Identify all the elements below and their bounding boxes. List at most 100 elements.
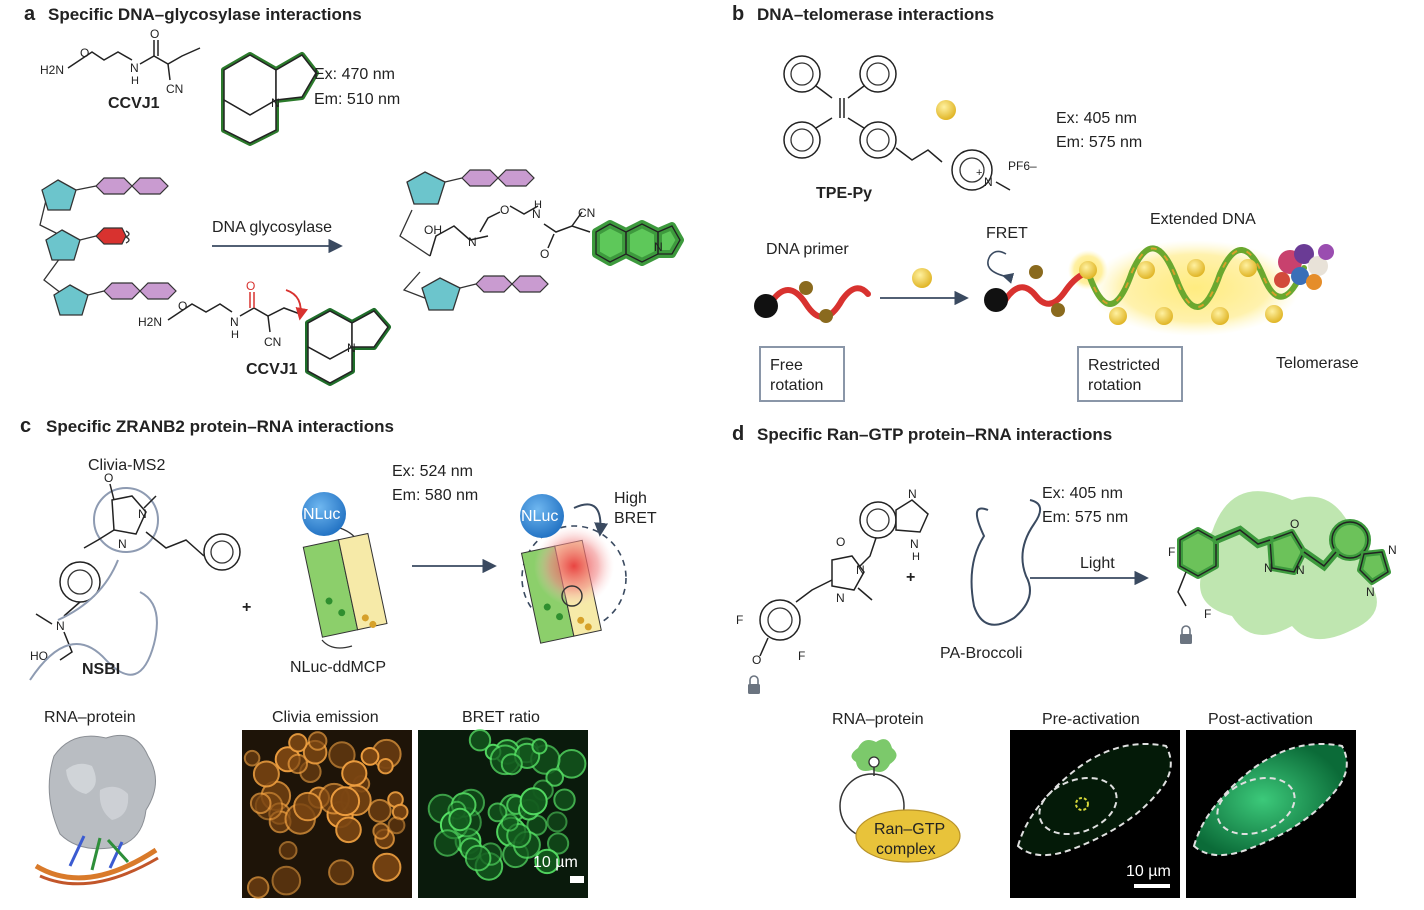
clivia-emission-label: Clivia emission: [272, 709, 379, 726]
ccvj1-label-top: CCVJ1: [108, 95, 160, 112]
panel-c-letter: c: [20, 415, 31, 437]
microscopy-cell: [433, 829, 462, 857]
deoxyribose-3: [53, 284, 89, 316]
panel-c-plus: +: [242, 599, 251, 616]
panel-a-letter: a: [24, 3, 36, 25]
nluc-blue-bound: [520, 494, 564, 538]
nluc-ddmcp-label: NLuc-ddMCP: [290, 659, 386, 676]
atom-cn: CN: [166, 82, 183, 96]
imid-h: H: [912, 551, 920, 563]
free-rotation-line1: Free: [770, 357, 803, 374]
primer-olive-bead-2: [819, 309, 833, 323]
base-3: [103, 282, 141, 300]
atom-n: N: [230, 315, 239, 329]
atom-f1: F: [736, 613, 743, 627]
atom-oh: OH: [424, 223, 442, 237]
atom-o: O: [80, 46, 89, 60]
act-f2: F: [1204, 607, 1211, 621]
atom-o: O: [178, 299, 187, 313]
product-base-1b: [497, 169, 535, 187]
base-3b: [139, 282, 177, 300]
primer-olive-bead-1: [799, 281, 813, 295]
nsbi-n3: N: [56, 619, 65, 633]
pa-probe-structure: N N H O N N F F O: [736, 487, 929, 694]
microscopy-cell: [341, 760, 368, 787]
pa-broccoli-label: PA-Broccoli: [940, 645, 1022, 662]
high-bret-line1: High: [614, 490, 647, 507]
act-n2: N: [1264, 561, 1273, 575]
bret-ratio-label: BRET ratio: [462, 709, 540, 726]
microscopy-cell: [360, 747, 380, 766]
microscopy-cell: [288, 733, 308, 753]
light-label: Light: [1080, 555, 1115, 572]
panel-c: c Specific ZRANB2 protein–RNA interactio…: [20, 415, 657, 899]
lock-icon-right: [1180, 625, 1192, 644]
nluc-label: NLuc: [303, 506, 340, 523]
nluc-ddmcp: NLuc: [302, 492, 388, 649]
atom-o: O: [540, 247, 549, 261]
damaged-base: [95, 227, 127, 245]
atom-cn: CN: [264, 335, 281, 349]
scale-bar-c: [570, 876, 584, 883]
nsbi-n1: N: [138, 507, 147, 521]
atom-h2n: H2N: [40, 63, 64, 77]
pa-ex: Ex: 405 nm: [1042, 485, 1123, 502]
imidazolone-n2: N: [836, 591, 845, 605]
microscopy-cell: [448, 807, 472, 832]
atom-h: H: [534, 199, 542, 211]
microscopy-cell: [307, 731, 328, 751]
panel-b-letter: b: [732, 3, 744, 25]
dna-primer-label: DNA primer: [766, 241, 849, 258]
atom-n: N: [654, 240, 663, 254]
product-base-1: [461, 169, 499, 187]
julolidine-green-top: N: [221, 52, 319, 146]
ccvj1-structure-top: H2N O N H O CN CCVJ1 N Ex: 470 nm Em: 51…: [40, 27, 400, 146]
extended-black-end: [984, 288, 1008, 312]
microscopy-cell: [252, 760, 280, 788]
ran-gtp-ellipse: [855, 809, 961, 863]
restricted-rotation-box: [1077, 346, 1183, 402]
ccvj1-ex: Ex: 470 nm: [314, 66, 395, 83]
panel-d-letter: d: [732, 423, 744, 445]
tpe-py-structure: N + PF6– TPE-Py: [783, 55, 1037, 202]
bret-complex: NLuc: [520, 494, 627, 644]
free-rotation-line2: rotation: [770, 377, 823, 394]
scale-bar-label-c: 10 µm: [533, 854, 578, 871]
pf6-label: PF6–: [1008, 159, 1037, 173]
extended-dna: [984, 240, 1307, 336]
nluc-label-bound: NLuc: [521, 508, 558, 525]
microscopy-cell: [243, 749, 261, 767]
bret-ratio-image: 10 µm: [418, 729, 588, 898]
microscopy-cell: [468, 729, 492, 752]
microscopy-cell: [328, 859, 355, 886]
nsbi-ho: HO: [30, 649, 48, 663]
pre-activation-label: Pre-activation: [1042, 711, 1140, 728]
scale-bar-d: [1134, 884, 1170, 888]
pre-activation-image: 10 µm: [1010, 730, 1180, 898]
atom-o-red: O: [246, 279, 255, 293]
microscopy-cell: [372, 852, 402, 882]
product-base-2b: [511, 275, 549, 293]
clivia-em: Em: 580 nm: [392, 487, 478, 504]
imidazolone-o: O: [836, 535, 845, 549]
telomerase-label: Telomerase: [1276, 355, 1359, 372]
base-1b: [131, 177, 169, 195]
atom-f2: F: [798, 649, 805, 663]
atom-n: N: [130, 61, 139, 75]
microscopy-cell: [546, 811, 568, 833]
atom-h: H: [231, 329, 239, 341]
microscopy-cell: [247, 876, 270, 899]
nluc-blue: [302, 492, 346, 536]
deoxyribose-1: [41, 179, 77, 211]
panel-a: a Specific DNA–glycosylase interactions …: [24, 3, 684, 386]
restricted-rotation-line1: Restricted: [1088, 357, 1160, 374]
fret-label: FRET: [986, 225, 1028, 242]
act-n1: N: [1296, 563, 1305, 577]
atom-o-phenol: O: [752, 653, 761, 667]
scale-bar-label-d: 10 µm: [1126, 863, 1171, 880]
glycosylase-label: DNA glycosylase: [212, 219, 332, 236]
microscopy-cell: [330, 786, 361, 817]
microscopy-cell: [367, 798, 392, 823]
atom-cn: CN: [578, 206, 595, 220]
